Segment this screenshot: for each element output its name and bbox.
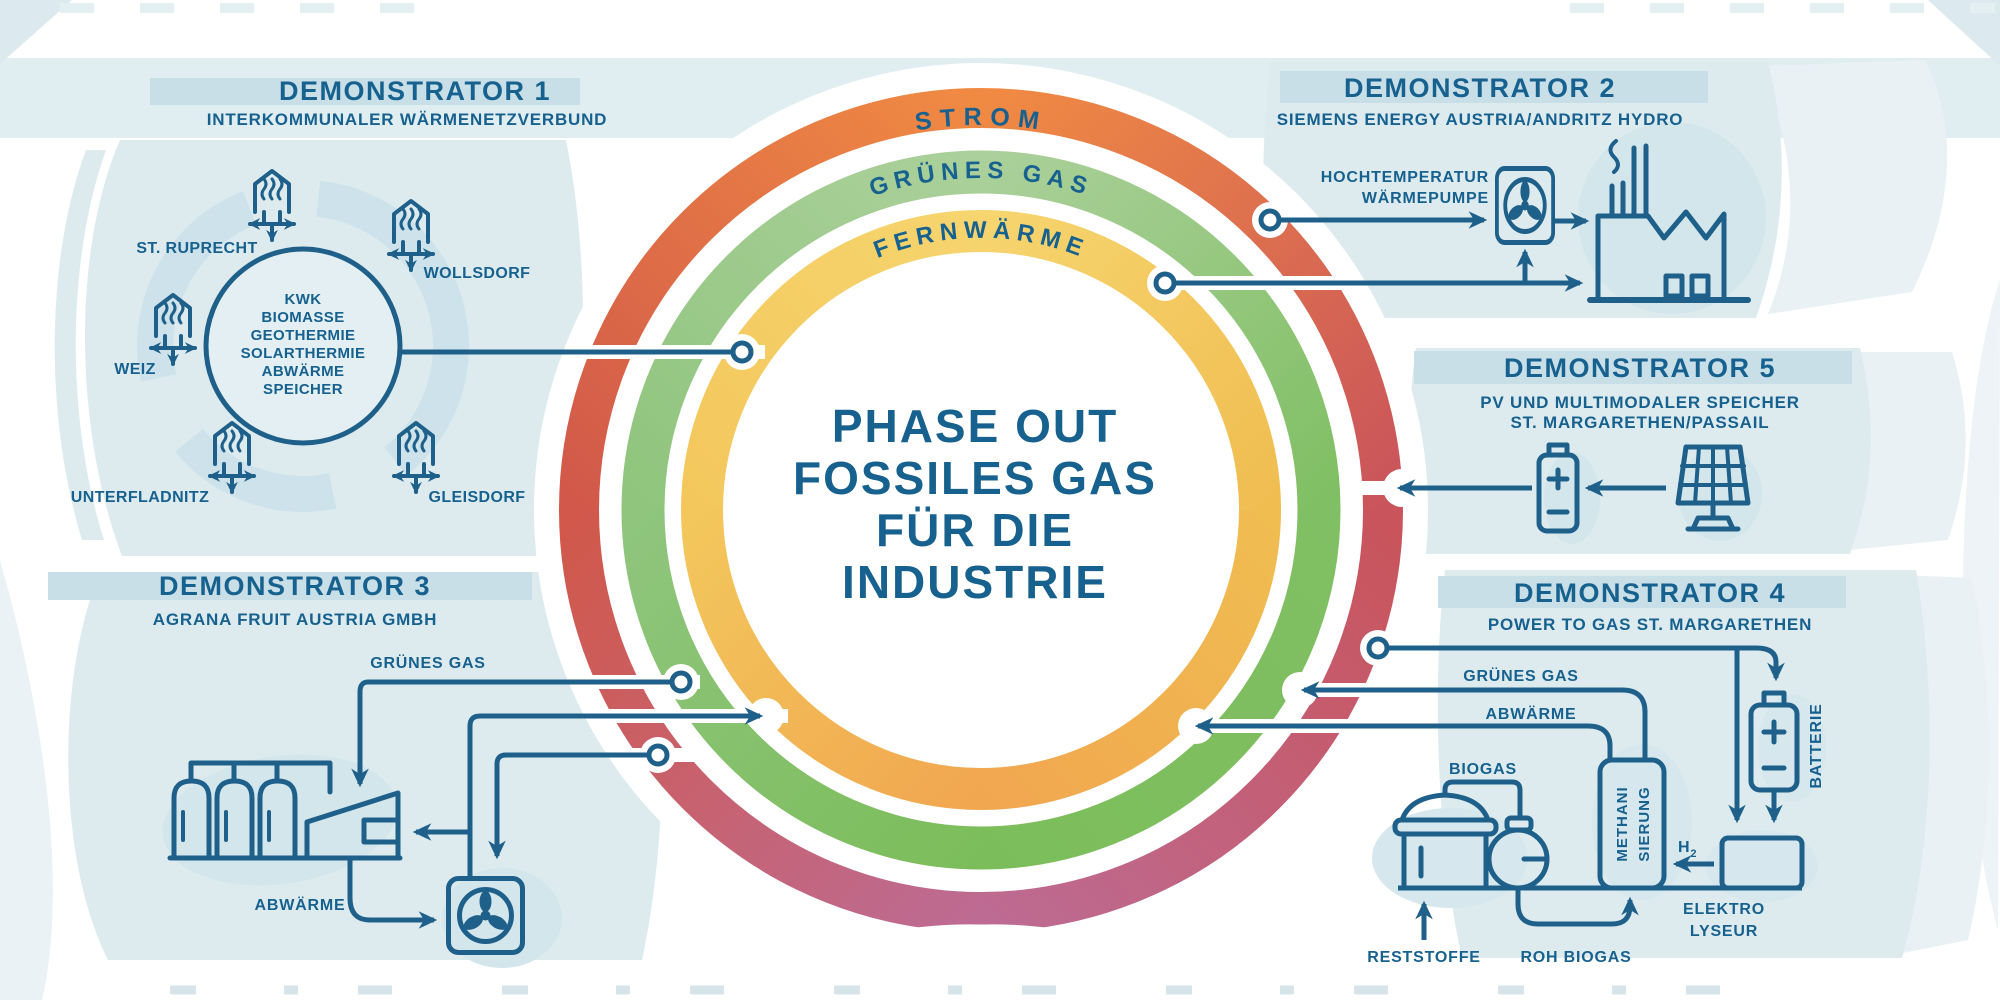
- d4-green-gas-label: GRÜNES GAS: [1463, 666, 1579, 685]
- ring-bottom-cut: [908, 924, 1320, 1000]
- d1-hub-line: KWK: [284, 291, 321, 308]
- d2-heatpump-label-1: HOCHTEMPERATUR: [1321, 169, 1489, 186]
- d1-hub-line: SPEICHER: [263, 381, 343, 398]
- d1-title-band: [150, 78, 580, 105]
- d3-strom-line: [488, 752, 658, 860]
- d5-subtitle-2: ST. MARGARETHEN/PASSAIL: [1511, 413, 1770, 432]
- corner-wedge-left: [0, 0, 72, 64]
- d5-pale-wedge: [1848, 352, 1966, 550]
- methanation-blob: [1592, 744, 1692, 900]
- battery-icon-d5: [1536, 442, 1580, 534]
- ring-green-arc: [980, 150, 1341, 511]
- factory-blob: [1578, 122, 1766, 314]
- d1-hub-line: SOLARTHERMIE: [241, 345, 366, 362]
- center-line-4: INDUSTRIE: [842, 556, 1108, 608]
- d4-battery-label: BATTERIE: [1808, 703, 1825, 788]
- town-label: GLEISDORF: [429, 489, 526, 506]
- d2-heatpump-label-2: WÄRMEPUMPE: [1362, 189, 1489, 207]
- connector-circles: [646, 208, 1390, 767]
- center-line-3: FÜR DIE: [876, 504, 1074, 556]
- reststoffe-label: RESTSTOFFE: [1367, 949, 1481, 966]
- d3-subtitle: AGRANA FRUIT AUSTRIA GMBH: [153, 610, 437, 629]
- d4-subtitle: POWER TO GAS ST. MARGARETHEN: [1488, 615, 1812, 634]
- ring-yellow-arc: [681, 509, 982, 810]
- biogas-pipe: [1442, 779, 1523, 821]
- d3-title: DEMONSTRATOR 3: [159, 571, 431, 601]
- town-label: UNTERFLADNITZ: [71, 489, 210, 506]
- town-label: WEIZ: [114, 361, 156, 378]
- d5-subtitle-1: PV UND MULTIMODALER SPEICHER: [1480, 393, 1800, 412]
- h2-h: H: [1678, 839, 1690, 856]
- d1-subtitle: INTERKOMMUNALER WÄRMENETZVERBUND: [207, 110, 608, 129]
- d1-hub-line: BIOMASSE: [261, 309, 344, 326]
- d4-abwaerme-line: [1194, 717, 1613, 760]
- electrolyzer-label-1: ELEKTRO: [1683, 901, 1765, 918]
- d2-title-band: [1280, 71, 1708, 103]
- d4-strom-line: [1378, 645, 1785, 682]
- d3-abwaerme-label: ABWÄRME: [255, 896, 346, 914]
- center-claim: PHASE OUT FOSSILES GAS FÜR DIE INDUSTRIE: [793, 400, 1157, 608]
- ring-green-arc: [621, 509, 982, 870]
- ring-outer-arc: [980, 509, 1403, 932]
- connections: [347, 202, 1785, 940]
- d1-title: DEMONSTRATOR 1: [279, 76, 551, 106]
- electrolyzer-label-2: LYSEUR: [1690, 923, 1758, 940]
- electrolyzer-blob: [1706, 830, 1818, 902]
- methanation-label-1: METHANI: [1614, 786, 1631, 861]
- roh-biogas-label: ROH BIOGAS: [1520, 949, 1631, 966]
- d1-hub-line: GEOTHERMIE: [251, 327, 356, 344]
- battery-icon-d4: [1748, 690, 1800, 793]
- ring-outer-arc: [559, 509, 982, 932]
- d2-pale-wedge: [1760, 60, 1948, 314]
- d4-biogas-label: BIOGAS: [1449, 761, 1517, 778]
- d2-subtitle: SIEMENS ENERGY AUSTRIA/ANDRITZ HYDRO: [1277, 110, 1684, 129]
- ring-green-arc: [621, 150, 982, 511]
- methanation-label-2: SIERUNG: [1636, 786, 1653, 861]
- d4-title: DEMONSTRATOR 4: [1514, 578, 1786, 608]
- ring-yellow-arc: [980, 509, 1281, 810]
- d3-green-gas-label: GRÜNES GAS: [370, 653, 486, 672]
- demonstrator-5: DEMONSTRATOR 5 PV UND MULTIMODALER SPEIC…: [1480, 353, 1800, 534]
- ring-yellow-arc: [980, 210, 1281, 511]
- d2-title: DEMONSTRATOR 2: [1344, 73, 1616, 103]
- d1-watermark-ring: [137, 180, 469, 512]
- d4-roh-biogas-line: [1515, 888, 1639, 927]
- bottom-left-swoosh: [0, 560, 53, 1000]
- town-label: WOLLSDORF: [424, 265, 531, 282]
- town-label: ST. RUPRECHT: [136, 240, 257, 257]
- h2-label: H2: [1678, 839, 1697, 860]
- kwk-hub-circle: [203, 246, 403, 446]
- d3-green-gas-line: [351, 679, 681, 788]
- d4-title-band: [1438, 576, 1846, 608]
- d1-panel-sliver: [54, 150, 106, 540]
- d4-green-gas-line: [1300, 681, 1648, 760]
- ring-yellow-arc: [681, 210, 982, 511]
- ring-outer-arc: [559, 88, 982, 511]
- corner-wedge-right: [1928, 0, 2000, 66]
- processing-machine-icon: [304, 790, 401, 861]
- center-line-2: FOSSILES GAS: [793, 452, 1157, 504]
- d1-hub-line: ABWÄRME: [262, 363, 345, 380]
- d5-title-band: [1414, 351, 1852, 384]
- d3-abwaerme-line: [347, 858, 438, 929]
- h2-sub: 2: [1690, 848, 1697, 860]
- demonstrator-3: DEMONSTRATOR 3 AGRANA FRUIT AUSTRIA GMBH…: [153, 571, 523, 953]
- factory-icon: [1587, 139, 1751, 303]
- solar-panel-icon: [1675, 444, 1751, 532]
- ring-green-arc: [980, 509, 1341, 870]
- center-line-1: PHASE OUT: [832, 400, 1118, 452]
- demonstrator-4: DEMONSTRATOR 4 POWER TO GAS ST. MARGARET…: [1367, 578, 1825, 966]
- d3-fernwaerme-line: [467, 707, 764, 876]
- d3-title-band: [48, 572, 532, 600]
- demonstrator-2: DEMONSTRATOR 2 SIEMENS ENERGY AUSTRIA/AN…: [1277, 73, 1751, 303]
- d5-title: DEMONSTRATOR 5: [1504, 353, 1776, 383]
- d4-abwaerme-label: ABWÄRME: [1486, 705, 1577, 723]
- demonstrator-1: DEMONSTRATOR 1 INTERKOMMUNALER WÄRMENETZ…: [71, 76, 608, 506]
